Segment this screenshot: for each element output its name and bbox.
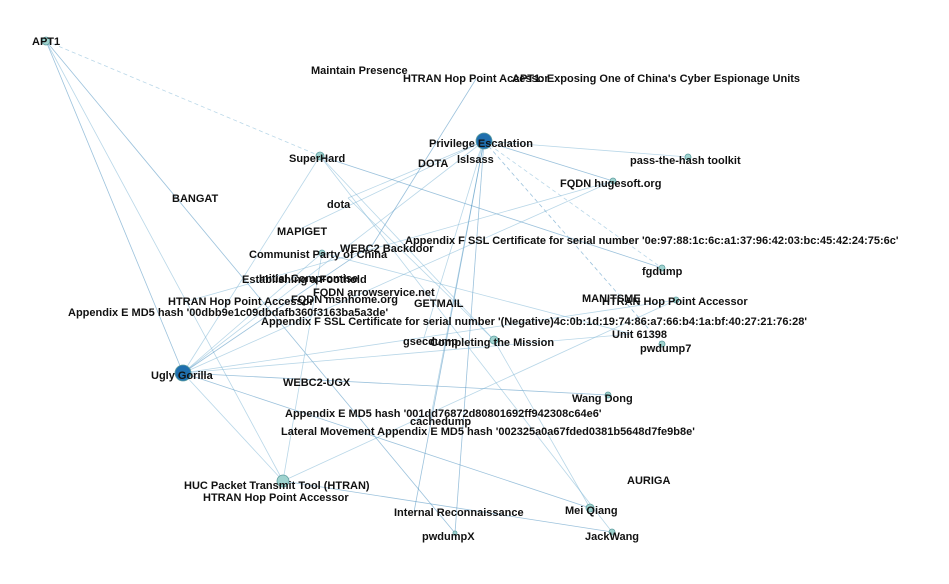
node-label-apt1: APT1 [32, 36, 60, 48]
node-label-privilege-escalation: Privilege Escalation [429, 138, 533, 150]
edge-ugly-gorilla-superhard [182, 155, 321, 374]
node-jackwang[interactable] [608, 528, 616, 536]
edge-privilege-escalation-internal-recon [413, 140, 485, 513]
node-label-bangat: BANGAT [172, 193, 219, 205]
node-label-wang-dong: Wang Dong [572, 393, 633, 405]
node-label-ssl-cert-1: Appendix F SSL Certificate for serial nu… [405, 235, 899, 247]
node-label-jackwang: JackWang [585, 531, 639, 543]
node-label-establishing-foothold: Establishing a Foothold [242, 274, 367, 286]
edge-huc-htran-jackwang [282, 480, 613, 533]
edge-communist-party-unit-61398 [321, 252, 633, 335]
node-privilege-escalation[interactable] [475, 132, 493, 150]
edge-privilege-escalation-dota-lower [347, 140, 485, 199]
node-label-dota-lower: dota [327, 199, 351, 211]
node-label-gsecdump: gsecdump [403, 336, 458, 348]
edge-completing-mission-mei-qiang [493, 339, 591, 509]
edge-ugly-gorilla-unit-61398 [182, 333, 633, 374]
edge-huc-htran-communist-party [282, 252, 323, 482]
edge-privilege-escalation-ugly-gorilla [182, 140, 485, 374]
edge-ugly-gorilla-wang-dong [182, 372, 609, 396]
node-label-fqdn-hugesoft: FQDN hugesoft.org [560, 178, 661, 190]
node-communist-party[interactable] [318, 249, 326, 257]
node-fqdn-hugesoft[interactable] [609, 177, 617, 185]
edge-apt1-superhard [45, 40, 321, 157]
node-label-lslsass: lslsass [457, 154, 494, 166]
edge-apt1-huc-htran [45, 40, 284, 482]
node-wang-dong[interactable] [604, 391, 612, 399]
node-label-md5-00dbb9: Appendix E MD5 hash '00dbb9e1c09dbdafb36… [68, 307, 388, 319]
edge-apt1-ugly-gorilla [45, 40, 184, 374]
node-label-unit-61398: Unit 61398 [612, 329, 667, 341]
node-label-fgdump: fgdump [642, 266, 683, 278]
edge-privilege-escalation-fqdn-hugesoft [483, 140, 614, 182]
edge-huc-htran-htran-hop-3 [282, 299, 677, 482]
edge-privilege-escalation-pwdumpx [454, 140, 485, 534]
node-label-initial-compromise: Initial Compromise [259, 273, 358, 285]
edge-privilege-escalation-pwdump7 [483, 140, 663, 345]
node-completing-mission[interactable] [489, 335, 499, 345]
node-huc-htran[interactable] [276, 474, 290, 488]
edge-privilege-escalation-mapiget [299, 140, 485, 230]
node-label-internal-recon: Internal Reconnaissance [394, 507, 524, 519]
node-mei-qiang[interactable] [585, 503, 595, 513]
edge-superhard-fgdump [319, 155, 663, 269]
node-superhard[interactable] [315, 151, 325, 161]
node-label-getmail: GETMAIL [414, 298, 464, 310]
node-fgdump[interactable] [658, 264, 666, 272]
node-label-mapiget: MAPIGET [277, 226, 327, 238]
node-pwdumpx[interactable] [452, 530, 458, 536]
node-label-md5-001dd7: Appendix E MD5 hash '001dd76872d80801692… [285, 408, 602, 420]
node-label-huc-htran: HUC Packet Transmit Tool (HTRAN) [184, 480, 370, 492]
node-apt1[interactable] [41, 36, 51, 46]
node-label-auriga: AURIGA [627, 475, 670, 487]
node-label-dota-upper: DOTA [418, 158, 448, 170]
node-label-fqdn-msnhome: FQDN msnhome.org [291, 294, 398, 306]
node-htran-hop-3[interactable] [672, 296, 680, 304]
node-label-webc2-ugx: WEBC2-UGX [283, 377, 351, 389]
node-label-htran-hop-2: HTRAN Hop Point Accessor [168, 296, 314, 308]
edge-ugly-gorilla-huc-htran [182, 372, 284, 482]
edge-dota-lower-completing-mission [347, 197, 495, 341]
edge-privilege-escalation-fgdump [483, 140, 663, 269]
node-label-completing-mission: Completing the Mission [430, 337, 554, 349]
node-label-apt1-report: APT1: Exposing One of China's Cyber Espi… [512, 73, 800, 85]
edge-superhard-jackwang [319, 155, 613, 533]
node-pwdump7[interactable] [658, 340, 666, 348]
node-label-htran-hop-4: HTRAN Hop Point Accessor [203, 492, 349, 504]
edge-layer [45, 40, 689, 534]
node-ugly-gorilla[interactable] [174, 364, 192, 382]
edge-ugly-gorilla-fqdn-hugesoft [182, 180, 614, 374]
edge-privilege-escalation-gsecdump [422, 140, 485, 342]
node-label-htran-hop-3: HTRAN Hop Point Accessor [602, 296, 748, 308]
edge-ugly-gorilla-communist-party [182, 252, 323, 374]
edge-htran-hop-1-webc2-backdoor [372, 78, 477, 245]
node-label-webc2-backdoor: WEBC2 Backdoor [340, 243, 434, 255]
edge-fqdn-hugesoft-htran-hop-2 [187, 180, 614, 302]
edge-ugly-gorilla-htran-hop-3 [182, 299, 677, 374]
node-label-pwdumpx: pwdumpX [422, 531, 475, 543]
node-label-superhard: SuperHard [289, 153, 345, 165]
node-label-cachedump: cachedump [410, 416, 471, 428]
node-label-pass-the-hash: pass-the-hash toolkit [630, 155, 741, 167]
node-label-ssl-cert-2: Appendix F SSL Certificate for serial nu… [261, 316, 807, 328]
node-label-lateral-movement-md5: Lateral Movement Appendix E MD5 hash '00… [281, 426, 695, 438]
node-label-pwdump7: pwdump7 [640, 343, 691, 355]
node-label-fqdn-arrowservice: FQDN arrowservice.net [313, 287, 435, 299]
edge-ugly-gorilla-webc2-backdoor [182, 243, 374, 374]
node-label-maintain-presence: Maintain Presence [311, 65, 408, 77]
edge-superhard-completing-mission [319, 155, 495, 341]
node-label-mei-qiang: Mei Qiang [565, 505, 618, 517]
edge-privilege-escalation-pass-the-hash [483, 140, 689, 158]
node-label-htran-hop-1: HTRAN Hop Point Accessor [403, 73, 549, 85]
edge-apt1-pwdumpx [45, 40, 456, 534]
node-label-mantsmf: MANITSME [582, 293, 641, 305]
node-label-communist-party: Communist Party of China [249, 249, 388, 261]
node-label-ugly-gorilla: Ugly Gorilla [151, 370, 214, 382]
node-layer [41, 36, 692, 536]
edge-ugly-gorilla-mei-qiang [182, 372, 591, 509]
node-pass-the-hash[interactable] [684, 153, 692, 161]
